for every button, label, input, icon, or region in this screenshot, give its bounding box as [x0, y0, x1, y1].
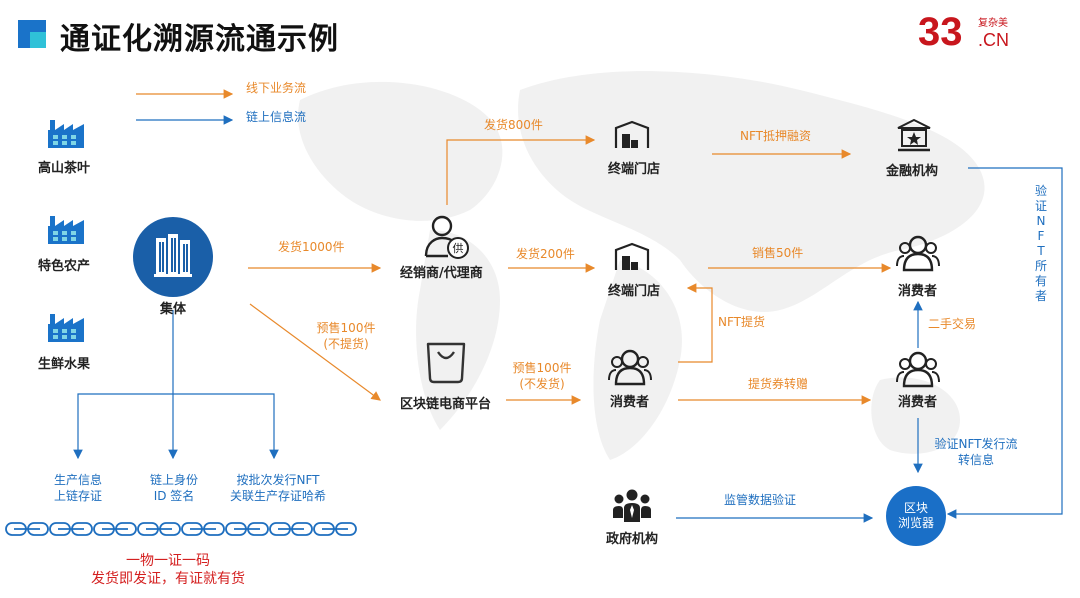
logo-icon: [18, 20, 46, 48]
brand-logo: 33 复杂美 .CN: [918, 8, 1028, 56]
warehouse-icon: [612, 120, 652, 154]
users-icon: [608, 348, 652, 390]
slogan-line1: 一物一证一码: [126, 553, 210, 569]
shopping-bag-icon: [422, 338, 470, 388]
factory-icon: [46, 118, 86, 152]
legend-offline-label: 线下业务流: [246, 81, 307, 95]
flow-presale-label: 预售100件(不提货): [316, 321, 376, 351]
brand-tagline: 复杂美: [978, 18, 1008, 29]
government-group-icon: [612, 488, 652, 528]
block-explorer-node[interactable]: 区块 浏览器: [886, 486, 946, 546]
explorer-label-line1: 区块: [903, 501, 928, 515]
factory-icon: [46, 312, 86, 346]
svg-text:供: 供: [453, 241, 464, 255]
warehouse-icon: [612, 242, 652, 276]
slogan: 一物一证一码 发货即发证，有证就有货: [68, 552, 268, 588]
source-tea-label: 高山茶叶: [38, 161, 91, 176]
consumer-low-label: 消费者: [898, 395, 938, 410]
blockchain-chain-icon: [5, 522, 357, 536]
collective-label: 集体: [160, 302, 187, 317]
finance-label: 金融机构: [886, 164, 939, 179]
consumer-right-label: 消费者: [898, 284, 938, 299]
flow-presale-b-label: 预售100件(不发货): [512, 361, 572, 391]
source-fruit-label: 生鲜水果: [38, 357, 91, 372]
store-top-label: 终端门店: [608, 162, 661, 177]
government-label: 政府机构: [606, 532, 659, 547]
chain-info-production-label: 生产信息上链存证: [53, 473, 102, 503]
consumer-mid-label: 消费者: [610, 395, 650, 410]
flow-voucher-transfer-label: 提货券转赠: [748, 377, 809, 391]
legend-onchain-label: 链上信息流: [246, 110, 307, 124]
page-title: 通证化溯源流通示例: [60, 22, 339, 57]
users-icon: [896, 350, 940, 392]
source-specialty-label: 特色农产: [38, 259, 91, 274]
flow-nft-pledge-label: NFT抵押融资: [740, 129, 811, 143]
users-icon: [896, 234, 940, 276]
bank-icon: [896, 118, 932, 158]
brand-number: 33: [918, 10, 963, 54]
distributor-label: 经销商/代理商: [400, 266, 483, 281]
store-mid-label: 终端门店: [608, 284, 661, 299]
ecommerce-label: 区块链电商平台: [400, 397, 492, 412]
explorer-label-line2: 浏览器: [897, 516, 934, 530]
brand-suffix: .CN: [978, 30, 1010, 50]
flow-verify-issuance-label: 验证NFT发行流转信息: [934, 437, 1018, 467]
flow-second-hand-label: 二手交易: [928, 317, 977, 331]
flow-supervision-label: 监管数据验证: [724, 493, 797, 507]
flow-sales-50-label: 销售50件: [752, 246, 804, 260]
supplier-person-icon: 供: [424, 214, 470, 264]
flow-ship-1000-label: 发货1000件: [278, 240, 345, 254]
building-icon: [132, 216, 214, 302]
flow-ship-800-label: 发货800件: [484, 118, 543, 132]
slogan-line2: 发货即发证，有证就有货: [91, 571, 245, 587]
flow-ship-200-label: 发货200件: [516, 247, 575, 261]
flow-nft-pickup-label: NFT提货: [718, 315, 765, 329]
factory-icon: [46, 214, 86, 248]
